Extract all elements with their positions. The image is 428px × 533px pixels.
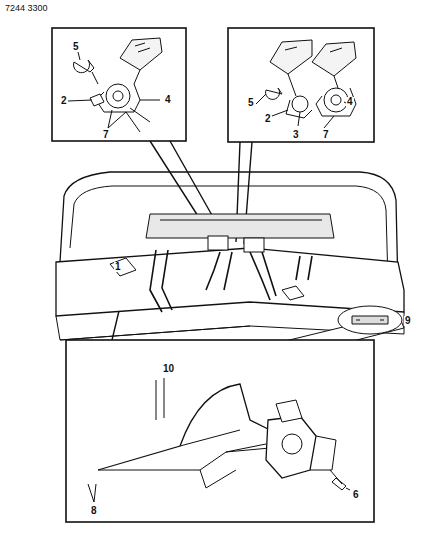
callout-number: 7 xyxy=(322,130,330,140)
callout-number: 1 xyxy=(114,262,122,272)
leader-lines xyxy=(346,488,350,490)
retractor-detail xyxy=(88,378,346,502)
inset-frame xyxy=(228,28,374,142)
callout-number: 2 xyxy=(60,96,68,106)
callout-number: 5 xyxy=(72,42,80,52)
callout-number: 6 xyxy=(352,490,360,500)
callout-number: 10 xyxy=(162,364,175,374)
inset-frame xyxy=(66,340,374,522)
callout-number: 2 xyxy=(264,114,272,124)
callout-number: 4 xyxy=(164,95,172,105)
callout-number: 3 xyxy=(292,130,300,140)
figure-number: 7244 3300 xyxy=(4,4,49,13)
anchor-plate-callout xyxy=(338,306,402,334)
leader-lines xyxy=(256,94,348,128)
rear-seat xyxy=(56,172,404,364)
anchor-plate xyxy=(352,316,388,324)
buckle-assembly xyxy=(74,38,162,132)
buckle-assembly xyxy=(266,40,356,118)
callout-number: 9 xyxy=(404,316,412,326)
callout-number: 7 xyxy=(102,130,110,140)
callout-number: 5 xyxy=(247,98,255,108)
inset-frame xyxy=(52,28,186,141)
callout-number: 4 xyxy=(346,97,354,107)
callout-number: 8 xyxy=(90,506,98,516)
leader-lines xyxy=(68,52,160,128)
